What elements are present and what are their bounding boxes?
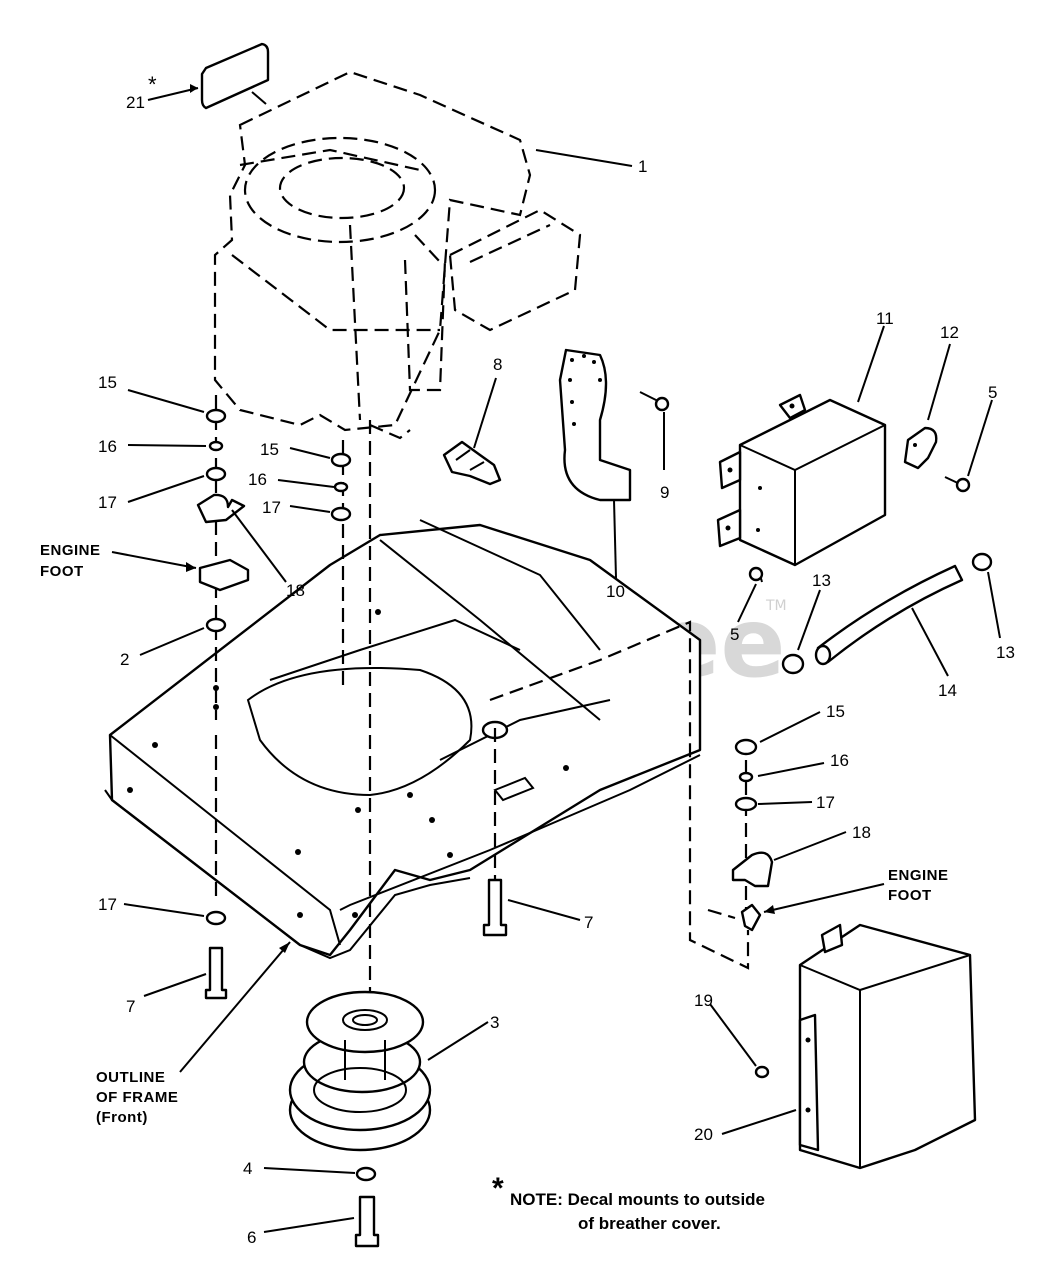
callout-13-right: 13 [996, 643, 1015, 662]
engine [213, 70, 582, 440]
clamp-12 [903, 426, 938, 470]
callout-18-left: 18 [286, 581, 305, 600]
outline-of-frame-line1: OUTLINE [96, 1069, 165, 1086]
callout-11: 11 [876, 309, 894, 328]
hose-clamp-13-right [971, 552, 993, 572]
callout-4: 4 [243, 1159, 252, 1178]
engine-foot-label-right-line1: ENGINE [888, 867, 949, 884]
left-hardware-stack [196, 408, 250, 633]
frame-outline-dashed [489, 620, 750, 970]
outline-of-frame-line3: (Front) [96, 1109, 148, 1126]
screw-5-right [944, 476, 971, 493]
callout-12: 12 [940, 323, 959, 342]
callout-16-left: 16 [98, 437, 117, 456]
outline-of-frame-line2: OF FRAME [96, 1089, 178, 1106]
callout-19: 19 [694, 991, 713, 1010]
callout-17-right: 17 [816, 793, 835, 812]
callout-5-right: 5 [988, 383, 997, 402]
callout-6: 6 [247, 1228, 256, 1247]
callout-13-left: 13 [812, 571, 831, 590]
frame [104, 519, 702, 960]
leader-lines [111, 87, 1001, 1233]
bolt-7-left [204, 910, 228, 1000]
callout-17-left: 17 [98, 493, 117, 512]
callout-16-right: 16 [830, 751, 849, 770]
callout-9: 9 [660, 483, 669, 502]
callout-15-right: 15 [826, 702, 845, 721]
hose-clamp-13-left [781, 653, 805, 675]
leader-arrowheads [186, 84, 775, 953]
cover-20 [798, 923, 977, 1170]
callout-18-right: 18 [852, 823, 871, 842]
callouts: 21 * 1 15 16 17 15 16 17 18 2 8 9 10 11 … [98, 72, 1015, 1247]
callout-8: 8 [493, 355, 502, 374]
callout-15-left: 15 [98, 373, 117, 392]
asterisk-21: * [148, 72, 157, 97]
callout-15-middle: 15 [260, 440, 279, 459]
screw-19 [754, 1065, 770, 1079]
callout-14: 14 [938, 681, 957, 700]
engine-foot-label-left-line2: FOOT [40, 563, 84, 580]
note-asterisk: * [492, 1172, 504, 1205]
text-labels: ENGINE FOOT ENGINE FOOT OUTLINE OF FRAME… [40, 542, 949, 1126]
callout-5-lower: 5 [730, 625, 739, 644]
bolt-9 [639, 391, 670, 412]
bolt-6 [354, 1195, 380, 1248]
breather-cover-11 [716, 393, 887, 567]
muffler-guard-10 [558, 348, 632, 502]
callout-10: 10 [606, 582, 625, 601]
engine-foot-label-left-line1: ENGINE [40, 542, 101, 559]
middle-hardware-stack [330, 452, 352, 522]
washer-4 [355, 1166, 377, 1182]
callout-1: 1 [638, 157, 647, 176]
pulley-3 [288, 990, 432, 1152]
callout-3: 3 [490, 1013, 499, 1032]
callout-2: 2 [120, 650, 129, 669]
note-line2: of breather cover. [578, 1214, 721, 1233]
right-hardware-stack [731, 738, 774, 932]
callout-7-left: 7 [126, 997, 135, 1016]
screw-5-lower [748, 566, 764, 583]
watermark-trademark: TM [765, 598, 787, 614]
decal-21 [200, 42, 270, 110]
note-line1: NOTE: Decal mounts to outside [510, 1190, 765, 1209]
callout-20: 20 [694, 1125, 713, 1144]
bolt-7-right [482, 878, 508, 937]
callout-16-middle: 16 [248, 470, 267, 489]
hose-14 [814, 564, 964, 666]
note: * NOTE: Decal mounts to outside of breat… [492, 1172, 765, 1233]
callout-17-lower: 17 [98, 895, 117, 914]
callout-7-right: 7 [584, 913, 593, 932]
fitting-8 [442, 440, 502, 486]
callout-17-middle: 17 [262, 498, 281, 517]
engine-foot-label-right-line2: FOOT [888, 887, 932, 904]
callout-21: 21 [126, 93, 145, 112]
